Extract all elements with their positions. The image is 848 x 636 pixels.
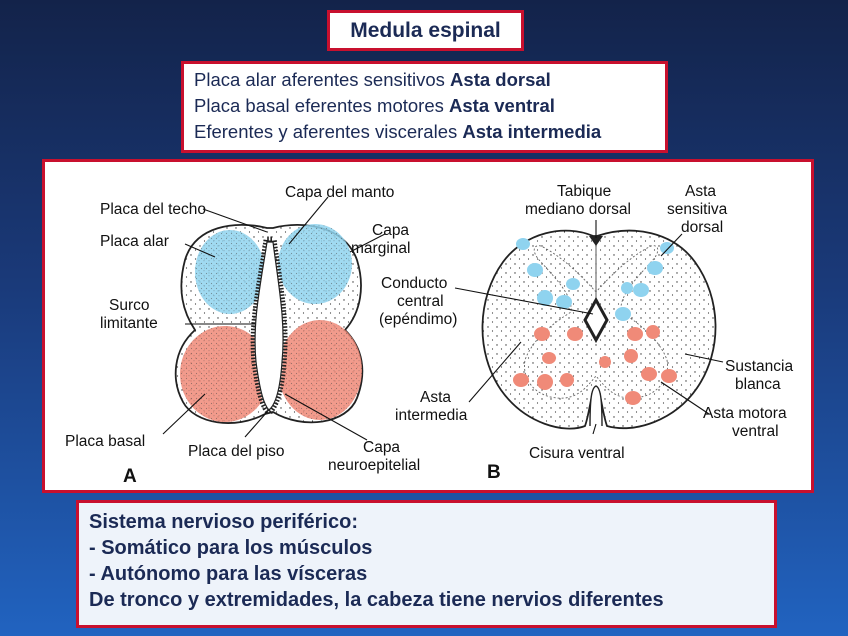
- bottom-line-autonomic: - Autónomo para las vísceras: [89, 563, 368, 585]
- dorsal-horn-spots: [516, 238, 674, 321]
- label-asta-int-1: Asta: [420, 389, 451, 406]
- label-asta-motora-2: ventral: [732, 423, 779, 440]
- info-line-basal: Placa basal eferentes motores Asta ventr…: [194, 95, 555, 116]
- info-line-alar: Placa alar aferentes sensitivos Asta dor…: [194, 69, 551, 90]
- info-line-visceral: Eferentes y aferentes viscerales Asta in…: [194, 121, 602, 142]
- label-asta-sens-1: Asta: [685, 183, 716, 200]
- label-conducto-1: Conducto: [381, 275, 447, 292]
- label-capa-marginal-2: marginal: [351, 240, 410, 257]
- label-conducto-3: (epéndimo): [379, 311, 457, 328]
- label-asta-int-2: intermedia: [395, 407, 468, 424]
- label-tabique-2: mediano dorsal: [525, 201, 631, 218]
- label-capa-marginal-1: Capa: [372, 222, 409, 239]
- label-capa-manto: Capa del manto: [285, 184, 394, 201]
- title-box: Medula espinal: [327, 10, 524, 51]
- page-title: Medula espinal: [350, 19, 501, 42]
- label-sustancia-1: Sustancia: [725, 358, 793, 375]
- label-sustancia-2: blanca: [735, 376, 781, 393]
- label-placa-techo: Placa del techo: [100, 201, 206, 218]
- label-surco-1: Surco: [109, 297, 150, 314]
- label-asta-sens-3: dorsal: [681, 219, 723, 236]
- info-box: Placa alar aferentes sensitivos Asta dor…: [181, 61, 668, 153]
- label-conducto-2: central: [397, 293, 444, 310]
- diagram-b: Tabique mediano dorsal Asta sensitiva do…: [379, 183, 793, 483]
- label-placa-alar: Placa alar: [100, 233, 169, 250]
- diagram-panel: Placa del techo Capa del manto Placa ala…: [42, 159, 814, 493]
- label-capa-neuro-1: Capa: [363, 439, 400, 456]
- label-asta-sens-2: sensitiva: [667, 201, 728, 218]
- label-surco-2: limitante: [100, 315, 158, 332]
- bottom-line-heading: Sistema nervioso periférico:: [89, 511, 358, 533]
- bottom-line-somatic: - Somático para los músculos: [89, 537, 373, 559]
- label-placa-basal: Placa basal: [65, 433, 145, 450]
- label-capa-neuro-2: neuroepitelial: [328, 457, 420, 474]
- label-asta-motora-1: Asta motora: [703, 405, 787, 422]
- diagram-a: Placa del techo Capa del manto Placa ala…: [65, 184, 420, 487]
- label-cisura-ventral: Cisura ventral: [529, 445, 625, 462]
- label-tabique-1: Tabique: [557, 183, 611, 200]
- label-placa-piso: Placa del piso: [188, 443, 285, 460]
- bottom-line-trunk: De tronco y extremidades, la cabeza tien…: [89, 589, 664, 611]
- spinal-cord-diagram: Placa del techo Capa del manto Placa ala…: [65, 183, 793, 487]
- panel-label-a: A: [123, 466, 137, 487]
- panel-label-b: B: [487, 462, 501, 483]
- peripheral-nervous-system-box: Sistema nervioso periférico: - Somático …: [76, 500, 777, 628]
- ventral-horn-spots: [513, 325, 677, 405]
